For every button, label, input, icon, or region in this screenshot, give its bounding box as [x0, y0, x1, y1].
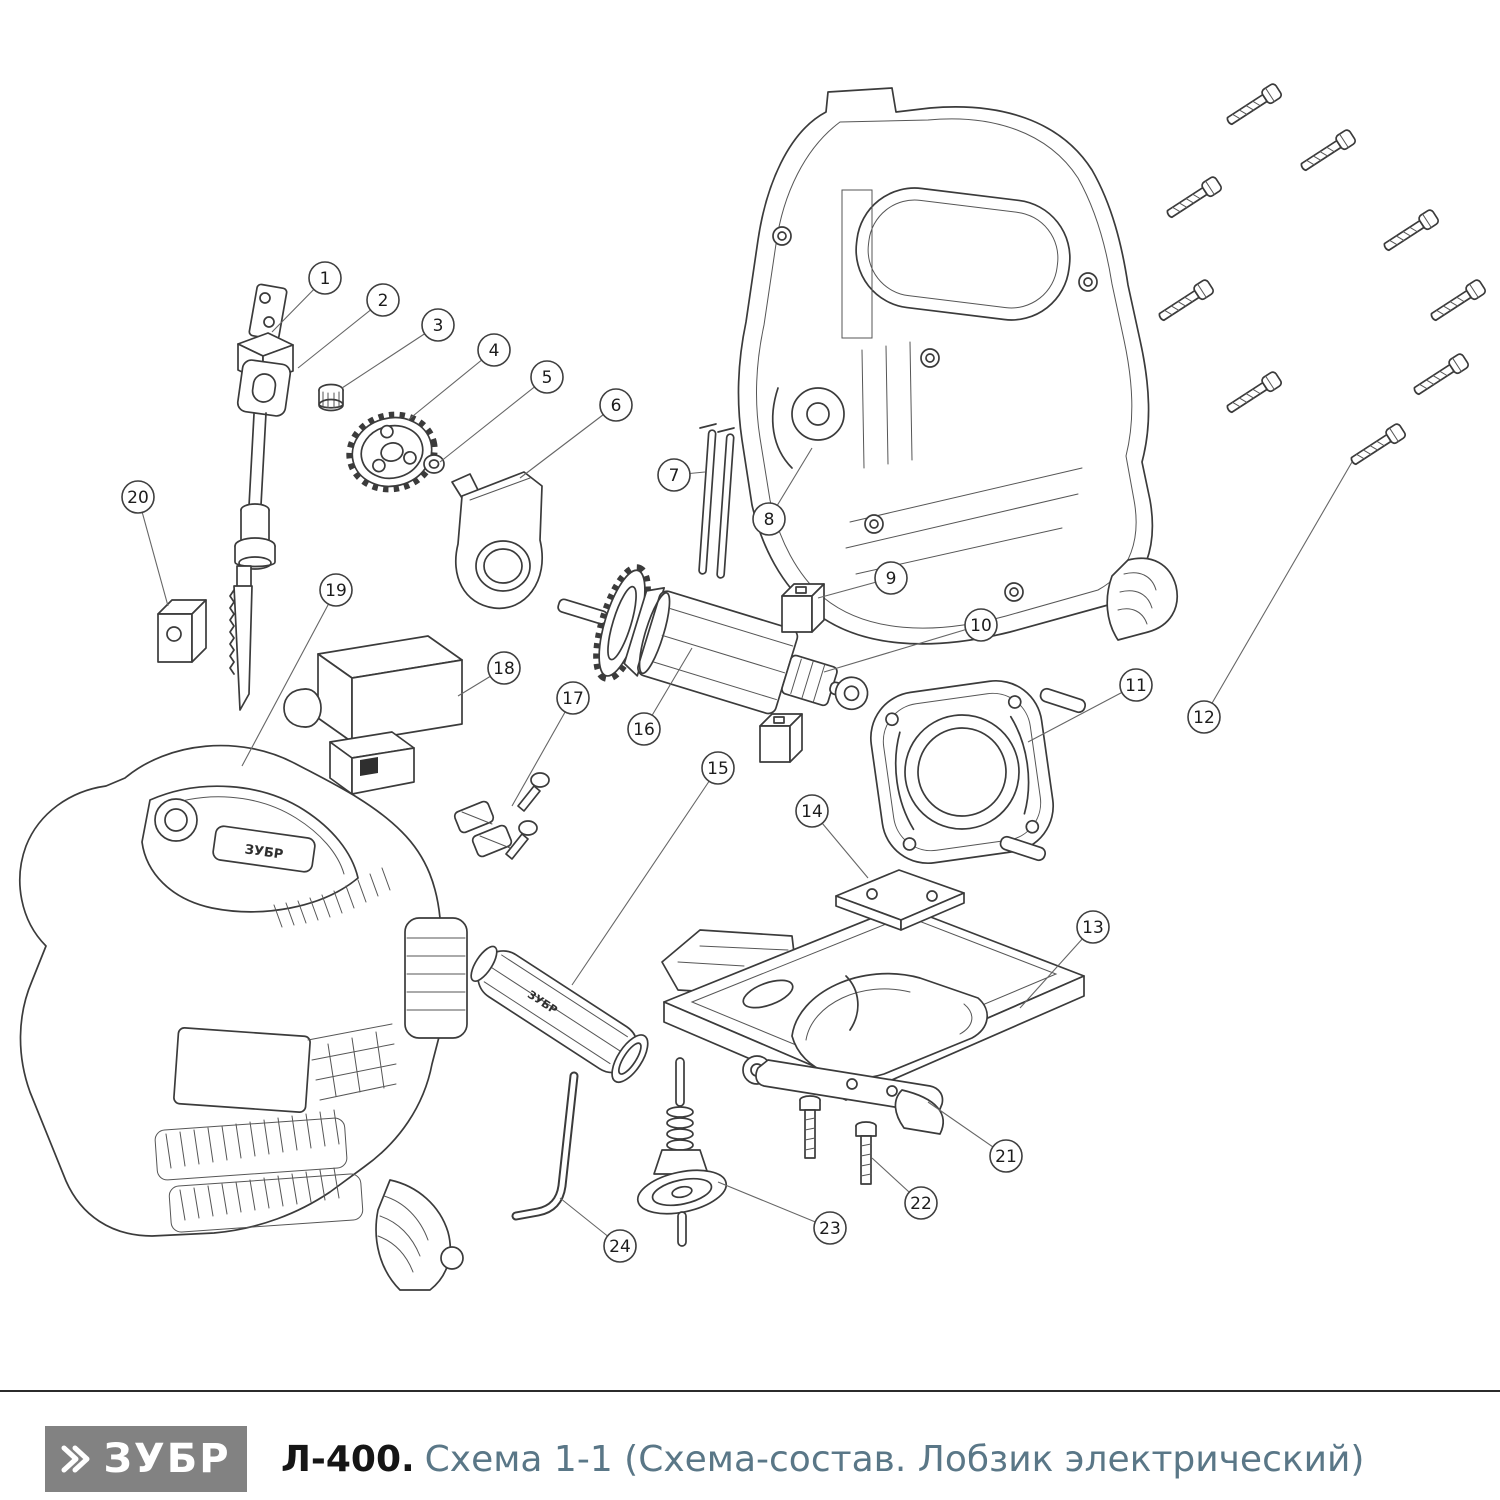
svg-text:14: 14	[801, 802, 823, 822]
hex-key-drawing	[511, 1071, 579, 1221]
callout-18: 18	[457, 651, 521, 697]
screw-icon	[1163, 174, 1224, 223]
svg-text:18: 18	[493, 659, 515, 679]
svg-text:23: 23	[819, 1219, 841, 1239]
svg-text:3: 3	[433, 316, 444, 336]
jigsaw-body-drawing: ЗУБР	[19, 744, 468, 1291]
svg-text:7: 7	[669, 466, 680, 486]
callout-23: 23	[717, 1181, 847, 1245]
screw-icon	[1155, 277, 1216, 326]
svg-text:13: 13	[1082, 918, 1104, 938]
roller-support-drawing	[636, 1057, 728, 1247]
motor-housing-drawing	[737, 87, 1178, 645]
screw-icon	[1380, 207, 1441, 256]
screw-icon	[1427, 277, 1488, 326]
svg-text:8: 8	[764, 510, 775, 530]
callout-13: 13	[1019, 910, 1110, 1009]
callout-6: 6	[519, 388, 633, 479]
footer: ЗУБР Л-400.Схема 1-1 (Схема-состав. Лобз…	[0, 1418, 1500, 1500]
callout-12: 12	[1187, 461, 1353, 734]
callout-9: 9	[817, 561, 908, 599]
callout-22: 22	[871, 1157, 938, 1220]
svg-text:6: 6	[611, 396, 622, 416]
diagram-title: Л-400.Схема 1-1 (Схема-состав. Лобзик эл…	[281, 1439, 1364, 1480]
screw-icon	[1410, 351, 1471, 400]
svg-text:15: 15	[707, 759, 729, 779]
stator-drawing	[869, 679, 1055, 865]
screw-icon	[1223, 369, 1284, 418]
screw-icon	[1223, 81, 1284, 130]
svg-text:1: 1	[320, 269, 331, 289]
callout-5: 5	[439, 360, 564, 463]
scheme-title-text: Схема 1-1 (Схема-состав. Лобзик электрич…	[424, 1438, 1365, 1480]
guide-pin-drawing	[698, 423, 735, 579]
svg-text:11: 11	[1125, 676, 1147, 696]
callout-4: 4	[407, 333, 511, 421]
zubr-logo: ЗУБР	[45, 1426, 247, 1492]
zubr-logo-chevrons-icon	[61, 1445, 90, 1473]
callout-8: 8	[752, 447, 813, 536]
svg-text:20: 20	[127, 488, 149, 508]
callout-2: 2	[297, 283, 400, 369]
callout-20: 20	[121, 480, 169, 607]
carbon-brush-icon	[781, 583, 825, 633]
callout-16: 16	[627, 647, 693, 746]
svg-text:24: 24	[609, 1237, 631, 1257]
carbon-brush-icon	[759, 713, 803, 763]
zubr-logo-text: ЗУБР	[103, 1436, 231, 1482]
svg-text:21: 21	[995, 1147, 1017, 1167]
body-brand-label: ЗУБР	[244, 842, 284, 862]
svg-text:22: 22	[910, 1194, 932, 1214]
model-number: Л-400.	[281, 1438, 415, 1480]
base-screws-drawing	[799, 1095, 877, 1185]
svg-text:10: 10	[970, 616, 992, 636]
svg-text:4: 4	[489, 341, 500, 361]
screw-icon	[1297, 127, 1358, 176]
screw-icon	[1347, 421, 1408, 470]
guide-bracket-drawing	[742, 1055, 944, 1135]
stator-terminal-pins-drawing	[999, 687, 1087, 862]
gear-wheel-drawing	[346, 411, 438, 493]
callout-14: 14	[795, 794, 869, 879]
callout-24: 24	[559, 1197, 637, 1263]
callout-10: 10	[823, 608, 998, 673]
washer-drawing	[423, 454, 445, 474]
callout-3: 3	[341, 308, 455, 389]
svg-text:19: 19	[325, 581, 347, 601]
svg-text:2: 2	[378, 291, 389, 311]
svg-text:16: 16	[633, 720, 655, 740]
callout-11: 11	[1027, 668, 1153, 743]
screw-icon	[799, 1095, 821, 1159]
support-bracket-drawing	[451, 471, 543, 610]
callout-17: 17	[511, 681, 590, 807]
callout-7: 7	[657, 458, 706, 492]
clamp-plate-drawing	[835, 869, 965, 931]
svg-text:12: 12	[1193, 708, 1215, 728]
switch-block-drawing	[283, 635, 463, 795]
footer-divider	[0, 1390, 1500, 1392]
svg-text:9: 9	[886, 569, 897, 589]
soft-grip-drawing: ЗУБР	[470, 945, 649, 1084]
housing-screws-drawing	[1155, 81, 1488, 470]
callout-1: 1	[271, 261, 342, 333]
svg-text:5: 5	[542, 368, 553, 388]
callout-21: 21	[927, 1101, 1023, 1173]
exploded-diagram: ЗУБР ЗУБР	[19, 81, 1488, 1291]
cable-terminals-drawing	[453, 772, 550, 860]
lock-nut-drawing	[318, 383, 344, 412]
plunger-rod-drawing	[234, 359, 292, 570]
svg-text:17: 17	[562, 689, 584, 709]
callout-19: 19	[241, 573, 353, 767]
callout-15: 15	[571, 751, 735, 986]
saw-blade-drawing	[229, 565, 253, 711]
armature-drawing	[557, 564, 869, 715]
terminal-block-drawing	[157, 599, 207, 663]
screw-icon	[855, 1121, 877, 1185]
